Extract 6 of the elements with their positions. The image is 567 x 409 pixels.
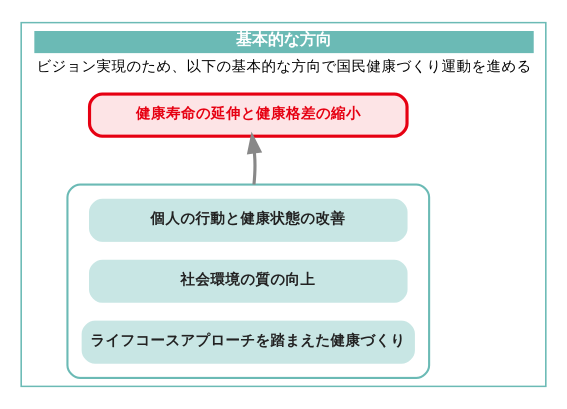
arrow xyxy=(246,132,262,185)
node-box: 個人の行動と健康状態の改善 xyxy=(89,198,408,242)
node-box: 健康寿命の延伸と健康格差の縮小 xyxy=(88,92,409,138)
cluster xyxy=(66,183,430,380)
node-box: 社会環境の質の向上 xyxy=(89,260,408,303)
node-box: ライフコースアプローチを踏まえた健康づくり xyxy=(82,320,415,364)
